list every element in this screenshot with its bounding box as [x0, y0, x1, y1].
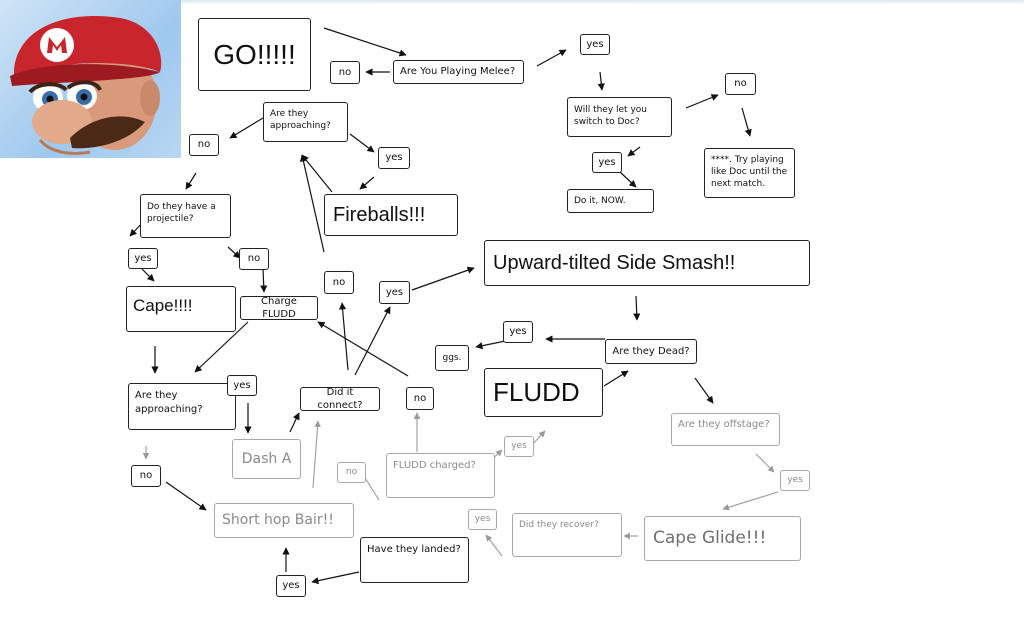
mario-head-icon [0, 0, 181, 158]
fireballs-node: Fireballs!!! [324, 194, 458, 236]
doc-no-node: no [725, 73, 756, 95]
dash-a-node: Dash A [232, 439, 301, 479]
melee-yes-node: yes [580, 34, 610, 55]
melee-no-node: no [330, 61, 360, 84]
melee-question-node: Are You Playing Melee? [393, 60, 524, 84]
cape-node: Cape!!!! [126, 286, 236, 332]
connect-no-node: no [406, 387, 434, 410]
approach-question-2-node: Are they approaching? [128, 383, 236, 430]
short-hop-bair-node: Short hop Bair!! [214, 503, 354, 538]
recover-yes-node: yes [468, 509, 497, 530]
fludd-charged-question-node: FLUDD charged? [386, 453, 495, 498]
top-gradient-strip [0, 0, 1024, 5]
did-it-connect-node: Did it connect? [300, 387, 380, 411]
cape-glide-node: Cape Glide!!! [644, 516, 801, 561]
offstage-question-node: Are they offstage? [671, 413, 780, 446]
approach-2-yes-node: yes [227, 375, 257, 396]
ggs-node: ggs. [435, 345, 469, 371]
offstage-yes-node: yes [780, 470, 810, 491]
doc-question-node: Will they let you switch to Doc? [567, 97, 672, 137]
do-it-node: Do it, NOW. [567, 189, 654, 213]
approach-1-yes-node: yes [378, 147, 410, 169]
landed-question-node: Have they landed? [360, 537, 469, 583]
yes-middle-node: yes [379, 281, 410, 304]
dead-question-node: Are they Dead? [605, 339, 697, 364]
projectile-yes-node: yes [128, 248, 158, 269]
dead-yes-node: yes [503, 321, 533, 343]
fludd-charged-no-node: no [337, 462, 366, 483]
try-doc-node: ****. Try playing like Doc until the nex… [704, 148, 795, 198]
fludd-node: FLUDD [484, 368, 603, 417]
approach-question-1-node: Are they approaching? [263, 102, 348, 142]
no-middle-node: no [324, 271, 354, 294]
projectile-question-node: Do they have a projectile? [140, 194, 231, 238]
charge-fludd-node: Charge FLUDD [240, 296, 318, 320]
approach-2-no-node: no [131, 465, 161, 487]
fludd-charged-yes-node: yes [504, 436, 534, 457]
recover-question-node: Did they recover? [512, 513, 622, 557]
go-node: GO!!!!! [198, 18, 311, 91]
approach-1-no-node: no [189, 134, 219, 156]
projectile-no-node: no [239, 248, 269, 270]
upward-side-smash-node: Upward-tilted Side Smash!! [484, 240, 810, 286]
landed-yes-node: yes [276, 575, 306, 597]
doc-yes-node: yes [592, 152, 622, 173]
